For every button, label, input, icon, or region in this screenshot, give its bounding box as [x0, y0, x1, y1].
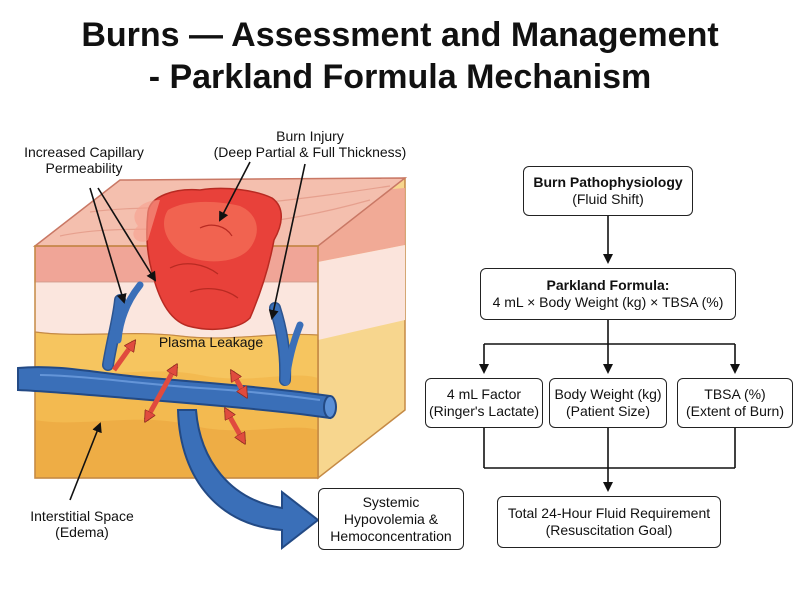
factor-title: Body Weight (kg) [554, 386, 662, 402]
burn-label-line-2: (Deep Partial & Full Thickness) [213, 144, 407, 160]
burn-injury-label: Burn Injury (Deep Partial & Full Thickne… [200, 128, 420, 160]
factor-box-4ml: 4 mL Factor (Ringer's Lactate) [425, 378, 543, 428]
interstitial-space-label: Interstitial Space (Edema) [12, 508, 152, 540]
capillary-label-line-2: Permeability [45, 160, 123, 176]
formula-title: Parkland Formula: [546, 277, 670, 293]
total-title: Total 24-Hour Fluid Requirement [507, 505, 711, 521]
pathophysiology-title: Burn Pathophysiology [533, 174, 683, 190]
factor-subtitle: (Extent of Burn) [685, 403, 785, 419]
factor-title: 4 mL Factor [446, 386, 522, 402]
plasma-leak-arrows [111, 342, 249, 442]
title-line-1: Burns — Assessment and Management [81, 16, 719, 54]
burn-label-line-1: Burn Injury [276, 128, 344, 144]
flowchart-connectors [479, 216, 740, 492]
systemic-line-2: Hypovolemia & [343, 510, 439, 527]
factor-title: TBSA (%) [704, 386, 766, 402]
total-subtitle: (Resuscitation Goal) [545, 522, 673, 538]
interstitial-label-line-2: (Edema) [55, 524, 109, 540]
systemic-flow-arrow [176, 409, 320, 551]
formula-expression: 4 mL × Body Weight (kg) × TBSA (%) [492, 294, 724, 310]
factor-subtitle: (Ringer's Lactate) [428, 403, 540, 419]
capillary-permeability-label: Increased Capillary Permeability [14, 144, 154, 176]
page-title: Burns — Assessment and Management - Park… [0, 14, 800, 98]
factor-box-body-weight: Body Weight (kg) (Patient Size) [549, 378, 667, 428]
pathophysiology-box: Burn Pathophysiology (Fluid Shift) [523, 166, 693, 216]
factor-box-tbsa: TBSA (%) (Extent of Burn) [677, 378, 793, 428]
total-fluid-requirement-box: Total 24-Hour Fluid Requirement (Resusci… [497, 496, 721, 548]
title-line-2: - Parkland Formula Mechanism [148, 58, 652, 96]
factor-subtitle: (Patient Size) [565, 403, 651, 419]
systemic-line-1: Systemic [362, 493, 420, 510]
burn-wound [133, 187, 282, 331]
interstitial-label-line-1: Interstitial Space [30, 508, 134, 524]
capillary-label-line-1: Increased Capillary [24, 144, 144, 160]
parkland-formula-box: Parkland Formula: 4 mL × Body Weight (kg… [480, 268, 736, 320]
plasma-leakage-label: Plasma Leakage [158, 334, 264, 350]
pathophysiology-subtitle: (Fluid Shift) [572, 191, 644, 207]
systemic-line-3: Hemoconcentration [330, 527, 452, 544]
label-pointers [69, 161, 306, 501]
systemic-hypovolemia-box: Systemic Hypovolemia & Hemoconcentration [318, 488, 464, 550]
